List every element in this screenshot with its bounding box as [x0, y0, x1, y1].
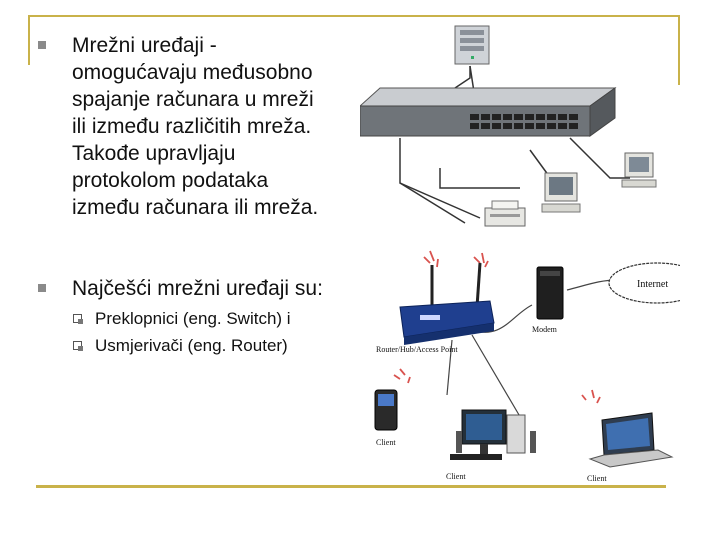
sub-bullet-text: Preklopnici (eng. Switch) i: [95, 309, 291, 328]
bullet-line: protokolom podataka: [72, 169, 269, 192]
slide-frame-top: [28, 15, 680, 17]
bullet-line: Najčešći mrežni uređaji su:: [72, 277, 323, 300]
sub-bullet-marker: [73, 341, 83, 351]
bullet-marker: [38, 41, 46, 49]
desktop-computer-icon: [450, 409, 536, 460]
router-network-illustration: Router/Hub/Access Point Modem Internet C…: [374, 250, 680, 483]
bullet-text: Najčešći mrežni uređaji su:: [72, 275, 323, 302]
wireless-signal-icon: [393, 250, 601, 404]
bullet-line: Takođe upravljaju: [72, 142, 236, 165]
switch-icon: [360, 87, 617, 137]
server-icon: [454, 25, 490, 65]
bullet-line: ili između različitih mreža.: [72, 115, 312, 138]
client-label: Client: [376, 438, 396, 447]
internet-cloud-icon: [608, 262, 680, 304]
laptop-icon: [588, 412, 674, 468]
printer-icon: [484, 200, 526, 227]
modem-label: Modem: [532, 325, 558, 334]
bullet-marker: [38, 284, 46, 292]
switch-network-illustration: [360, 25, 657, 227]
bullet-line: između računara ili mreža.: [72, 196, 319, 219]
bullet-line: spajanje računara u mreži: [72, 88, 314, 111]
slide-frame-right: [678, 15, 680, 85]
slide-frame-bottom: [36, 485, 666, 488]
bullet-line: omogućavaju međusobno: [72, 61, 313, 84]
sub-bullet-marker: [73, 314, 83, 324]
router-icon: [399, 262, 495, 345]
modem-icon: [536, 266, 564, 320]
sub-bullet-text: Usmjerivači (eng. Router): [95, 336, 288, 355]
internet-label: Internet: [637, 279, 668, 290]
desktop-computer-icon: [541, 172, 581, 213]
bullet-line: Mrežni uređaji -: [72, 34, 217, 57]
client-label: Client: [587, 474, 607, 483]
smartphone-icon: [374, 389, 398, 431]
desktop-computer-icon: [621, 152, 657, 188]
slide-frame-left: [28, 15, 30, 65]
bullet-text: Mrežni uređaji - omogućavaju međusobno s…: [72, 32, 318, 221]
router-label: Router/Hub/Access Point: [376, 345, 458, 354]
client-label: Client: [446, 472, 466, 481]
